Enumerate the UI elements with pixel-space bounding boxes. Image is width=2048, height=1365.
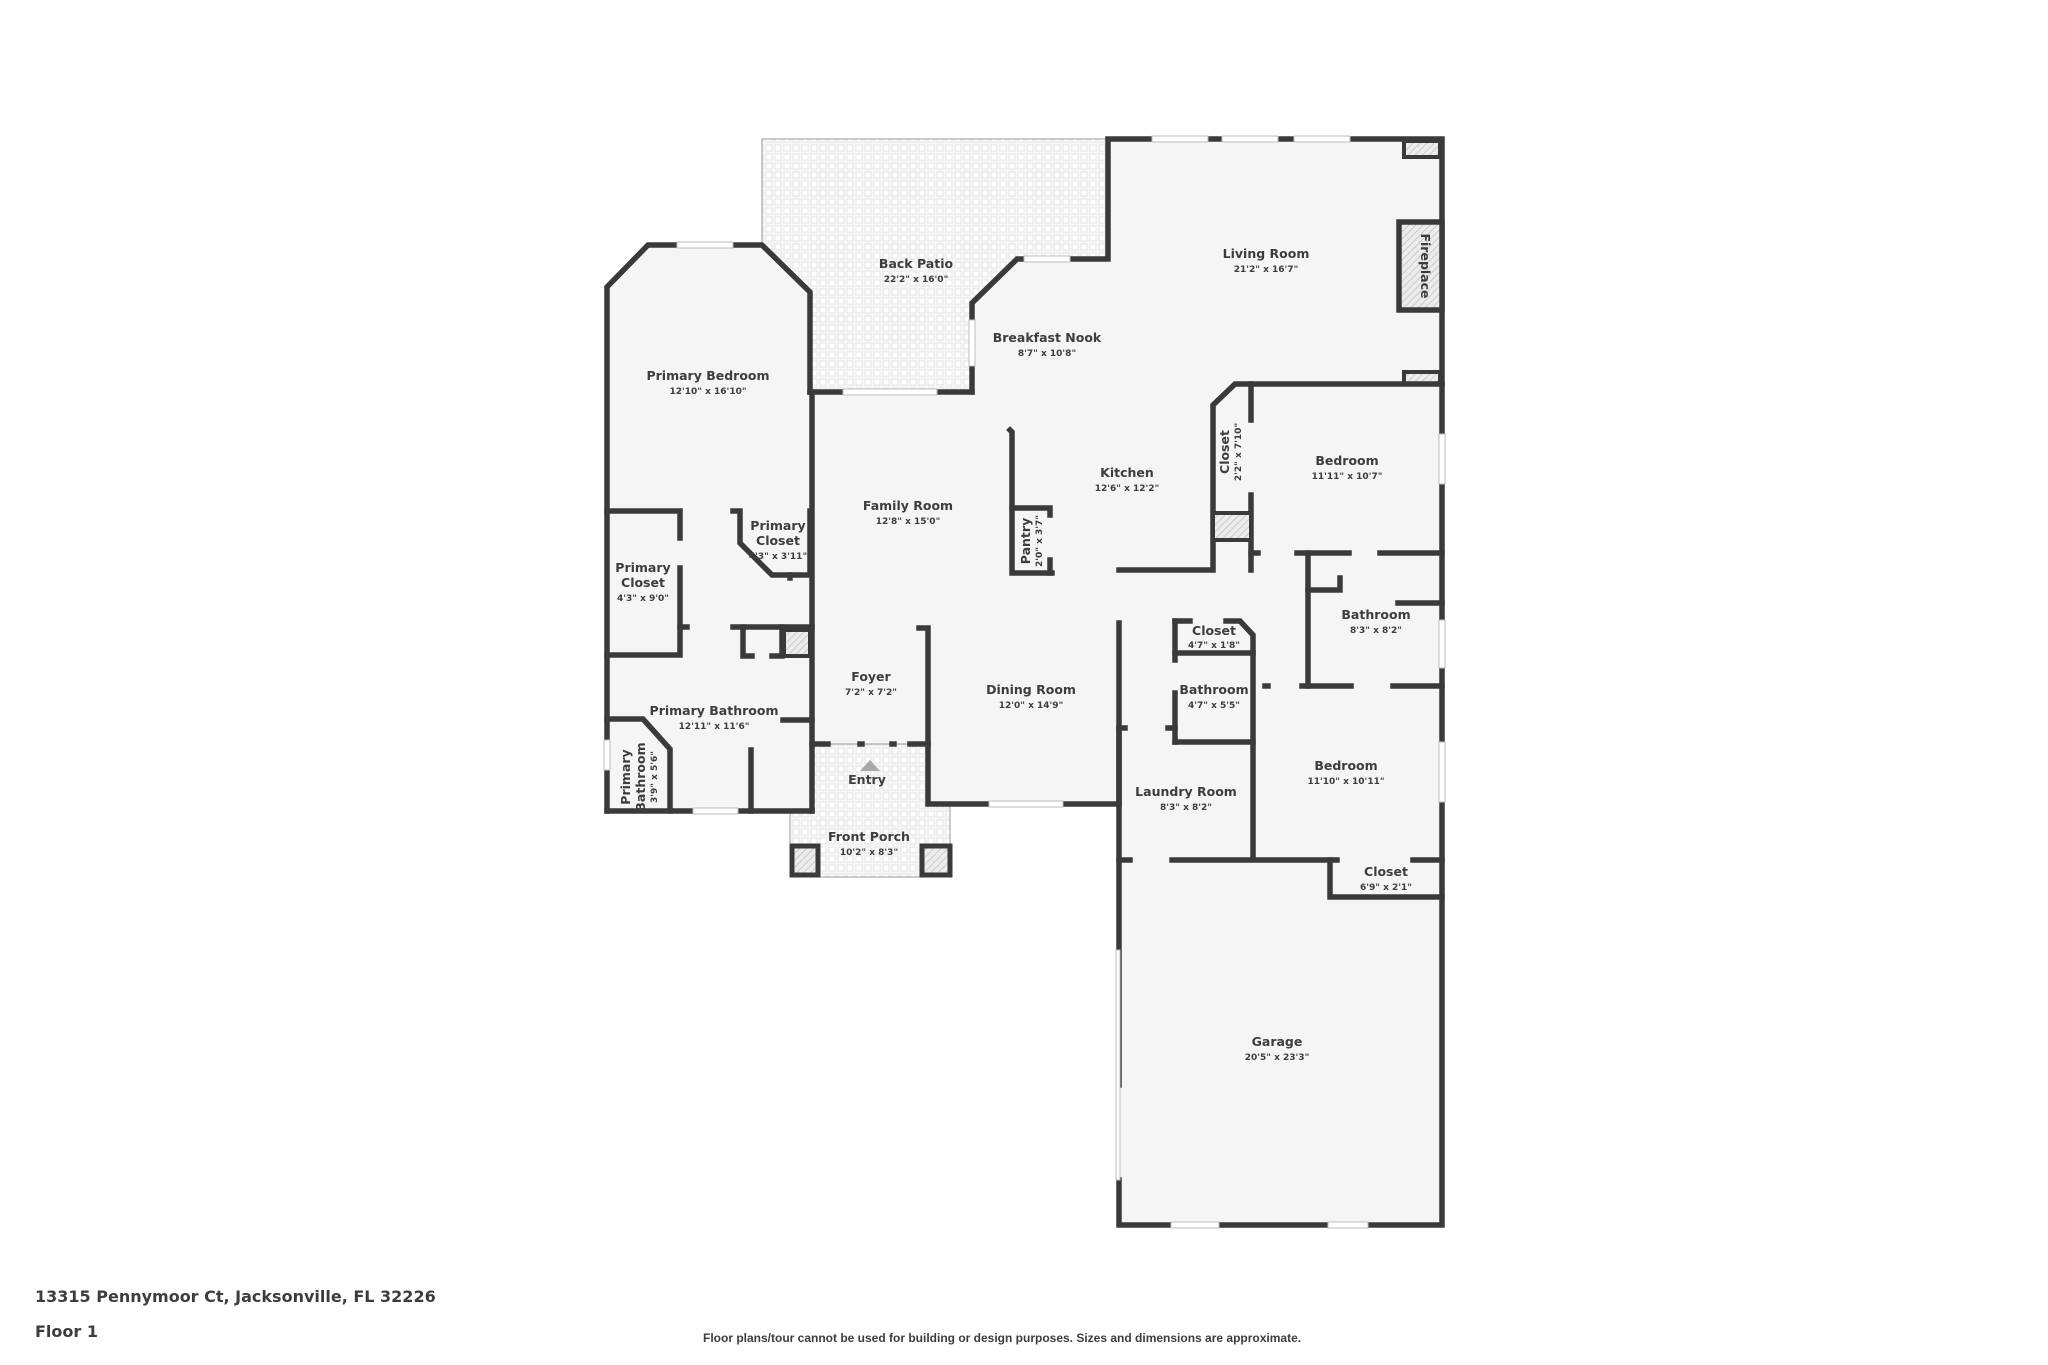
primary-closet-large-dims: 4'3" x 9'0" [617,594,669,604]
garage-dims: 20'5" x 23'3" [1245,1053,1310,1063]
kitchen-dims: 12'6" x 12'2" [1095,484,1160,494]
bathroom-2-dims: 4'7" x 5'5" [1188,701,1240,711]
bedroom-2-dims: 11'10" x 10'11" [1307,777,1384,787]
pantry-label: Pantry [1018,518,1033,564]
pantry-dims: 2'0" x 3'7" [1035,515,1045,567]
primary-closet-small-label-2: Closet [756,533,800,548]
bedroom-2-label: Bedroom [1314,758,1377,773]
primary-bedroom-dims: 12'10" x 16'10" [669,387,746,397]
kitchen-closet-label: Closet [1217,430,1232,474]
family-room-label: Family Room [863,498,953,513]
primary-bathroom-small-label-2: Bathroom [633,742,648,811]
breakfast-nook-dims: 8'7" x 10'8" [1018,349,1076,359]
disclaimer-text: Floor plans/tour cannot be used for buil… [703,1331,1302,1345]
primary-bathroom-small-dims: 3'9" x 5'6" [650,751,660,803]
walls [604,136,1445,1228]
foyer-label: Foyer [851,669,891,684]
family-room-dims: 12'8" x 15'0" [876,517,941,527]
primary-bedroom-label: Primary Bedroom [646,368,769,383]
hall-closet-label: Closet [1192,623,1236,638]
living-room-dims: 21'2" x 16'7" [1234,265,1299,275]
dining-room-label: Dining Room [986,682,1076,697]
back-patio-dims: 22'2" x 16'0" [884,275,949,285]
primary-bathroom-label: Primary Bathroom [650,703,779,718]
entry-arrow-icon [860,760,880,771]
primary-bathroom-dims: 12'11" x 11'6" [679,722,750,732]
breakfast-nook-label: Breakfast Nook [993,330,1102,345]
kitchen-closet-dims: 2'2" x 7'10" [1234,423,1244,481]
primary-bathroom-small-label-1: Primary [618,749,633,804]
fireplace-label: Fireplace [1418,233,1433,298]
bedroom-1-label: Bedroom [1315,453,1378,468]
primary-closet-small-dims: 4'3" x 3'11" [749,552,807,562]
floor-label: Floor 1 [35,1322,98,1341]
laundry-room-label: Laundry Room [1135,784,1237,799]
bathroom-2-label: Bathroom [1179,682,1248,697]
primary-closet-small-label-1: Primary [750,518,805,533]
kitchen-label: Kitchen [1100,465,1154,480]
back-patio-label: Back Patio [879,256,954,271]
dining-room-dims: 12'0" x 14'9" [999,701,1064,711]
bathroom-1-dims: 8'3" x 8'2" [1350,626,1402,636]
primary-closet-large-label-1: Primary [615,560,670,575]
floor-fills [607,138,1442,1225]
laundry-room-dims: 8'3" x 8'2" [1160,803,1212,813]
property-address: 13315 Pennymoor Ct, Jacksonville, FL 322… [35,1287,436,1306]
garage-label: Garage [1252,1034,1303,1049]
garage-closet-dims: 6'9" x 2'1" [1360,883,1412,893]
living-room-label: Living Room [1223,246,1310,261]
garage-closet-label: Closet [1364,864,1408,879]
front-porch-dims: 10'2" x 8'3" [840,848,898,858]
house-floor [607,139,1442,1225]
front-porch-label: Front Porch [828,829,910,844]
foyer-dims: 7'2" x 7'2" [845,688,897,698]
entry-label: Entry [848,772,886,787]
bedroom-1-dims: 11'11" x 10'7" [1312,472,1383,482]
room-labels: Back Patio 22'2" x 16'0" Living Room 21'… [615,233,1433,1063]
windows [603,135,1446,1229]
primary-closet-large-label-2: Closet [621,575,665,590]
bathroom-1-label: Bathroom [1341,607,1410,622]
hall-closet-dims: 4'7" x 1'8" [1188,641,1240,651]
